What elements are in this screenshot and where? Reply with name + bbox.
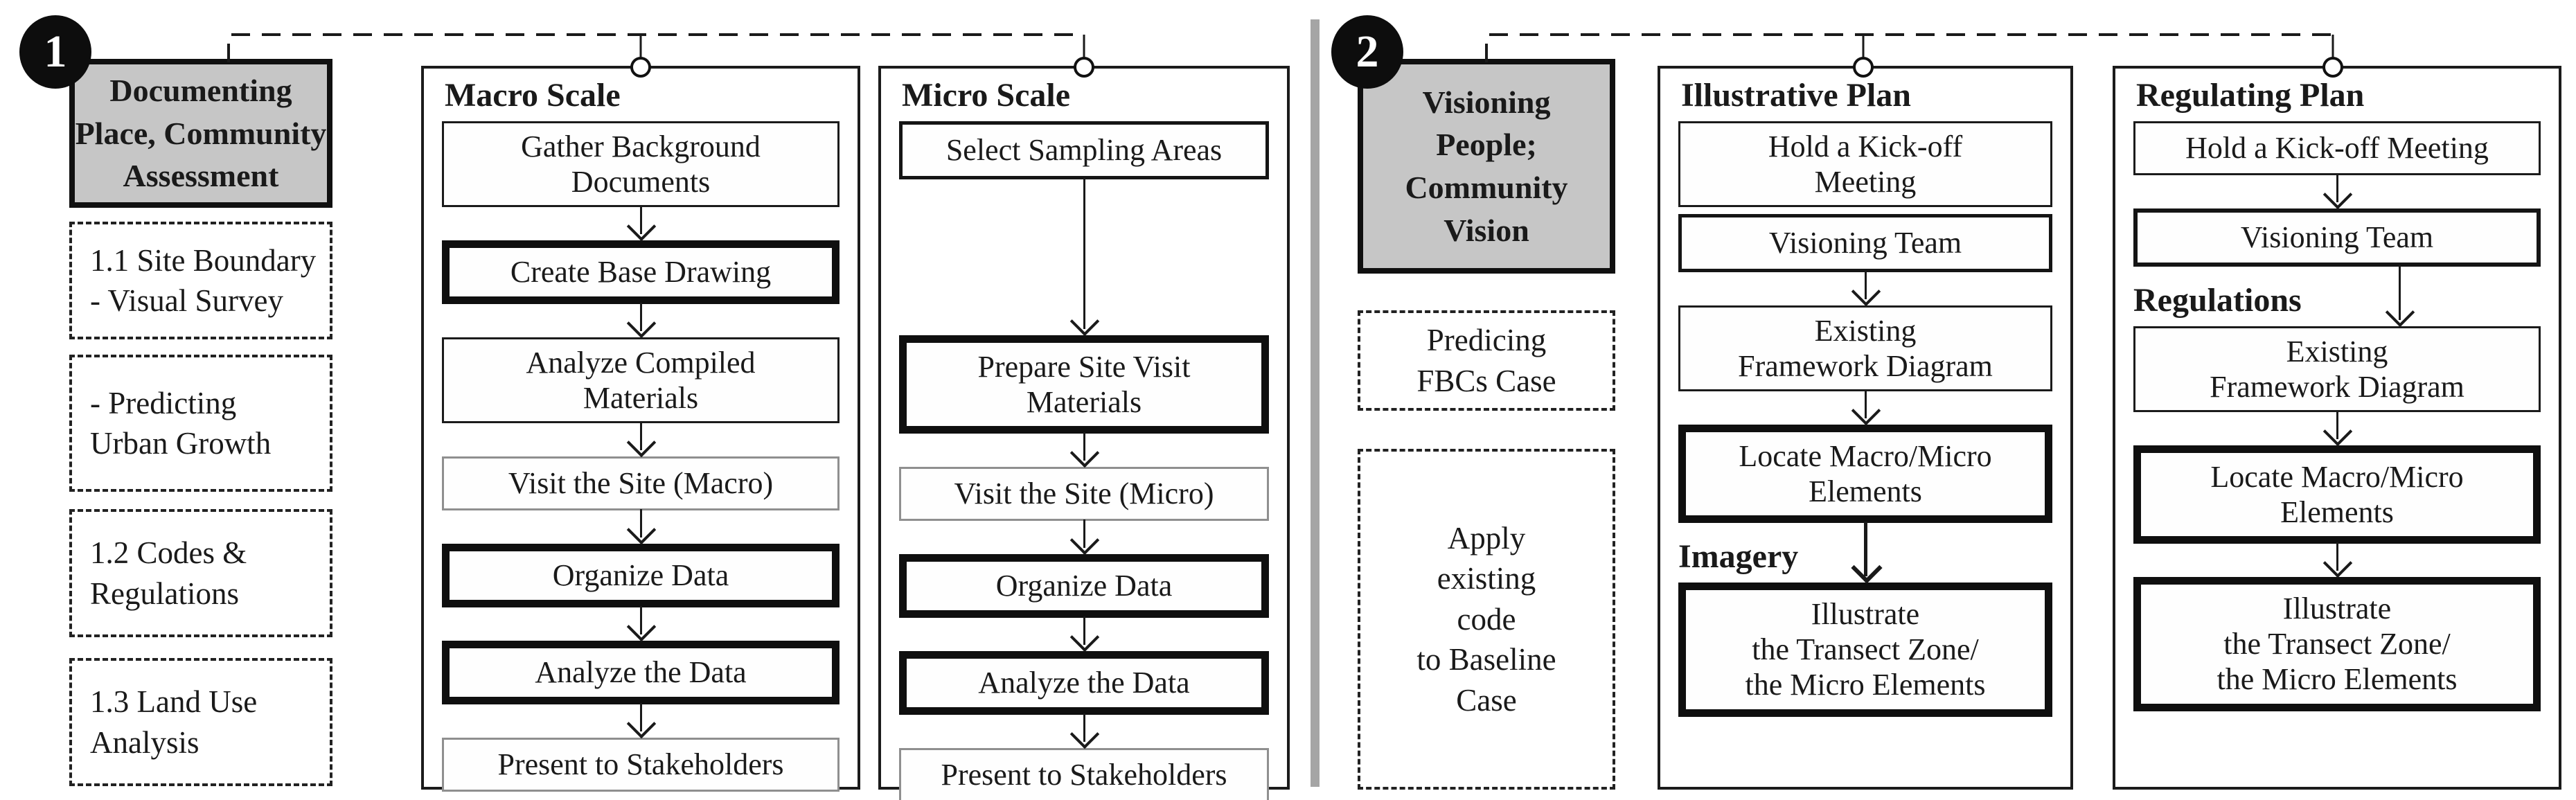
macro-scale-column: Macro Scale Gather Background Documents …: [421, 66, 860, 792]
flow-arrow: [899, 713, 1269, 748]
column-title: Micro Scale: [902, 77, 1071, 114]
flow-arrow: [1678, 389, 2052, 425]
flow-arrow: [442, 508, 840, 544]
phase2-header: Visioning People; Community Vision: [1358, 59, 1615, 274]
flow-step: Visioning Team: [2133, 208, 2541, 267]
flow-arrow: [442, 421, 840, 456]
flow-arrow: [899, 519, 1269, 554]
flow-step: Locate Macro/Micro Elements: [2133, 445, 2541, 544]
flow-step: Existing Framework Diagram: [2133, 326, 2541, 412]
flow-arrow: [2133, 542, 2541, 577]
phase2-connector-line: [1485, 33, 2333, 62]
flow-step: Select Sampling Areas: [899, 121, 1269, 179]
side-note-land-use-analysis: 1.3 Land Use Analysis: [69, 658, 332, 786]
illustrative-plan-column: Illustrative Plan Hold a Kick-off Meetin…: [1658, 66, 2073, 790]
flow-arrow: [899, 432, 1269, 467]
flow-arrow: [442, 302, 840, 337]
flow-step: Visit the Site (Micro): [899, 466, 1269, 521]
side-note-apply-existing-code: Apply existing code to Baseline Case: [1358, 449, 1615, 790]
flow-step: Visit the Site (Macro): [442, 456, 840, 510]
regulations-label-row: Regulations: [2133, 265, 2541, 326]
micro-scale-column: Micro Scale Select Sampling Areas Prepar…: [878, 66, 1290, 800]
column-title: Illustrative Plan: [1681, 77, 1911, 114]
flow-step: Illustrate the Transect Zone/ the Micro …: [1678, 582, 2052, 717]
flow-arrow: [442, 702, 840, 738]
phase1-badge: 1: [19, 15, 91, 89]
side-note-site-boundary: 1.1 Site Boundary - Visual Survey: [69, 222, 332, 339]
flow-arrow: [2196, 265, 2576, 326]
flow-step: Prepare Site Visit Materials: [899, 335, 1269, 434]
flow-step: Visioning Team: [1678, 213, 2052, 272]
flow-arrow: [899, 616, 1269, 651]
imagery-label: Imagery: [1678, 537, 1799, 575]
flow-arrow: [899, 177, 1269, 335]
flow-step: Hold a Kick-off Meeting: [2133, 121, 2541, 175]
phase1-sidebar: Documenting Place, Community Assessment …: [69, 59, 332, 790]
side-note-predicting-urban-growth: - Predicting Urban Growth: [69, 355, 332, 492]
regulating-plan-column: Regulating Plan Hold a Kick-off Meeting …: [2113, 66, 2561, 790]
flow-step: Existing Framework Diagram: [1678, 305, 2052, 391]
flow-step: Analyze Compiled Materials: [442, 337, 840, 423]
flow-step: Present to Stakeholders: [442, 737, 840, 792]
flow-step: Organize Data: [899, 553, 1269, 618]
side-note-predicing-fbcs-case: Predicing FBCs Case: [1358, 310, 1615, 411]
flow-arrow: [442, 605, 840, 641]
section-divider: [1311, 19, 1320, 787]
imagery-label-row: Imagery: [1678, 521, 2052, 583]
flow-arrow: [1678, 521, 2052, 583]
flow-step: Gather Background Documents: [442, 121, 840, 207]
flow-arrow: [2133, 410, 2541, 445]
flow-step: Locate Macro/Micro Elements: [1678, 424, 2052, 523]
phase1-badge-number: 1: [44, 26, 67, 77]
phase1-header: Documenting Place, Community Assessment: [69, 59, 332, 208]
flow-arrow: [2133, 173, 2541, 208]
phase2-badge-number: 2: [1356, 26, 1379, 77]
flow-arrow: [1678, 270, 2052, 305]
flow-step: Organize Data: [442, 543, 840, 607]
regulations-label: Regulations: [2133, 281, 2302, 319]
phase2-badge: 2: [1331, 15, 1403, 89]
flow-gap: [1678, 207, 2052, 214]
column-title: Macro Scale: [445, 77, 621, 114]
flow-arrow: [442, 205, 840, 240]
phase2-sidebar: Visioning People; Community Vision Predi…: [1358, 59, 1615, 790]
flow-step: Create Base Drawing: [442, 240, 840, 304]
flow-step: Hold a Kick-off Meeting: [1678, 121, 2052, 207]
side-note-codes-regulations: 1.2 Codes & Regulations: [69, 509, 332, 637]
flow-step: Present to Stakeholders: [899, 747, 1269, 800]
flow-step: Illustrate the Transect Zone/ the Micro …: [2133, 576, 2541, 711]
column-title: Regulating Plan: [2136, 77, 2365, 114]
phase1-connector-line: [227, 33, 1084, 62]
flow-step: Analyze the Data: [899, 650, 1269, 715]
flow-step: Analyze the Data: [442, 640, 840, 704]
